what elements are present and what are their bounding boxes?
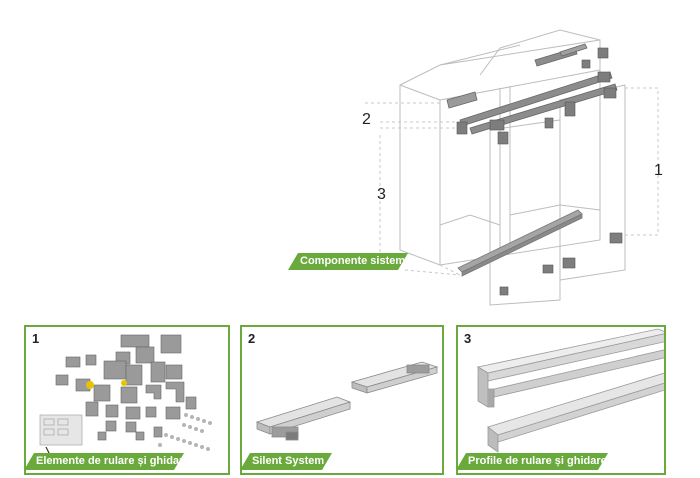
callout-1: 1 — [654, 162, 663, 179]
rolling-parts-illustration — [39, 334, 212, 456]
silent-system-tag: Silent System — [240, 453, 332, 470]
panel-number: 2 — [248, 331, 256, 346]
panel-number: 3 — [464, 331, 472, 346]
callout-2: 2 — [362, 111, 371, 128]
callout-3: 3 — [377, 186, 386, 203]
rolling-elements-tag: Elemente de rulare și ghidare — [24, 453, 184, 470]
panel-silent-system: 2 Silent System — [240, 325, 444, 475]
panel-rolling-profiles: 3 Profile de rulare și ghidare — [456, 325, 666, 475]
wardrobe-exploded-diagram — [365, 29, 659, 306]
panel-number: 1 — [32, 331, 40, 346]
profiles-illustration — [476, 328, 664, 453]
system-components-tag: Componente sistem — [288, 253, 408, 270]
panel-rolling-elements: 1 — [24, 325, 230, 475]
silent-system-illustration — [255, 361, 439, 441]
rolling-profiles-tag: Profile de rulare și ghidare — [456, 453, 608, 470]
